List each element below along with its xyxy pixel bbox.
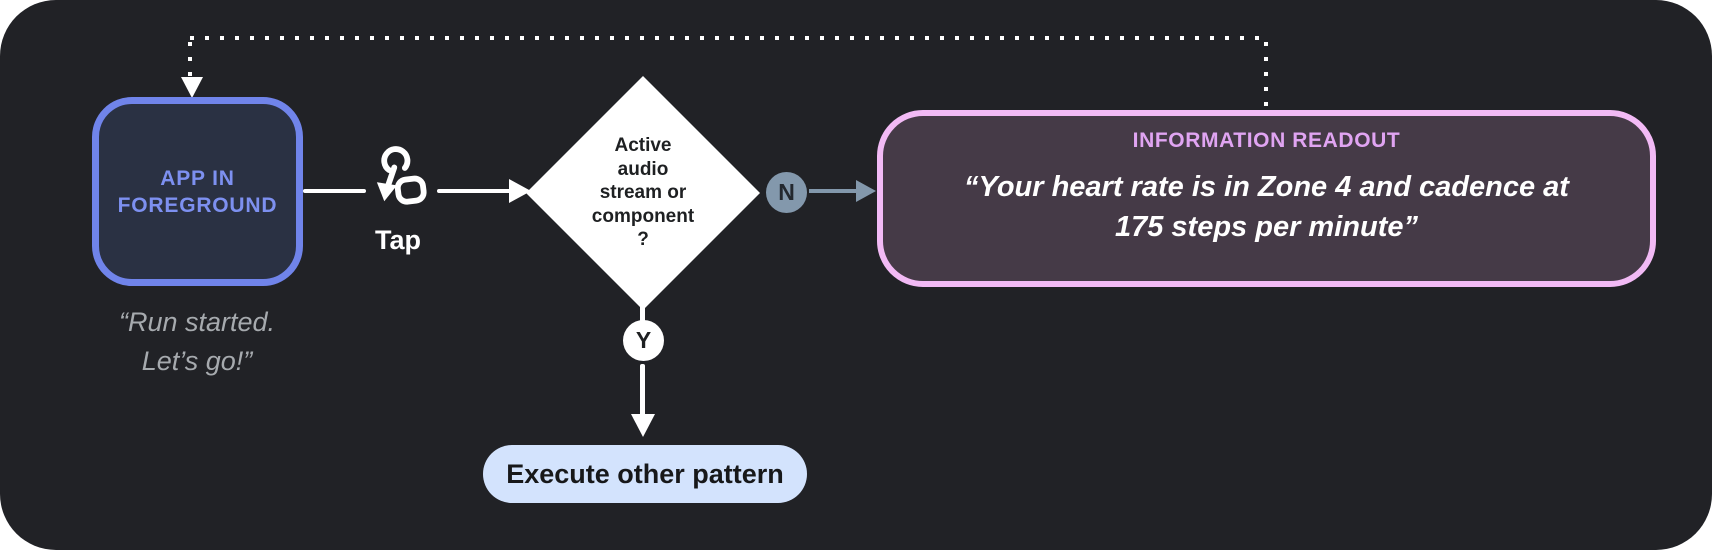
readout-title: INFORMATION READOUT	[1132, 129, 1401, 152]
gesture-tap-icon	[376, 146, 427, 205]
execute-other-pattern-node: Execute other pattern	[483, 445, 807, 503]
connector-decision-to-yes	[640, 305, 645, 322]
arrow-no-to-readout-head-icon	[856, 180, 876, 202]
feedback-loop-dotted-line-right	[1264, 42, 1268, 106]
app-in-foreground-node: APP IN FOREGROUND	[92, 97, 303, 286]
app-voice-quote-line2: Let’s go!”	[141, 346, 253, 376]
app-node-label-line2: FOREGROUND	[117, 193, 278, 217]
decision-line-1: Active	[614, 135, 672, 157]
connector-app-to-tap	[303, 189, 366, 193]
app-node-label-line1: APP IN	[160, 166, 235, 190]
yes-branch-badge: Y	[623, 320, 664, 361]
app-voice-quote-line1: “Run started.	[118, 307, 276, 337]
information-readout-node: INFORMATION READOUT “Your heart rate is …	[877, 110, 1656, 287]
tap-label: Tap	[375, 225, 421, 255]
no-branch-badge: N	[766, 172, 807, 213]
arrow-tap-to-decision	[437, 189, 511, 193]
readout-voice-quote: “Your heart rate is in Zone 4 and cadenc…	[964, 167, 1569, 247]
feedback-loop-dotted-line-left	[188, 42, 192, 78]
decision-line-4: component	[591, 205, 695, 227]
app-voice-quote: “Run started. Let’s go!”	[57, 303, 337, 381]
decision-node-text: Active audio stream or component ?	[592, 134, 694, 252]
arrow-yes-to-execute-head-icon	[631, 414, 655, 437]
decision-line-5: ?	[637, 229, 649, 251]
feedback-loop-arrowhead-icon	[181, 77, 203, 98]
decision-node-active-audio: Active audio stream or component ?	[526, 76, 760, 310]
readout-quote-line2: 175 steps per minute”	[1114, 211, 1418, 243]
arrow-tap-to-decision-head-icon	[509, 179, 531, 203]
arrow-yes-to-execute	[640, 364, 645, 416]
feedback-loop-dotted-line-top	[190, 36, 1268, 40]
decision-line-2: audio	[617, 158, 669, 180]
decision-line-3: stream or	[599, 182, 687, 204]
readout-quote-line1: “Your heart rate is in Zone 4 and cadenc…	[964, 171, 1569, 203]
arrow-no-to-readout	[809, 189, 859, 193]
